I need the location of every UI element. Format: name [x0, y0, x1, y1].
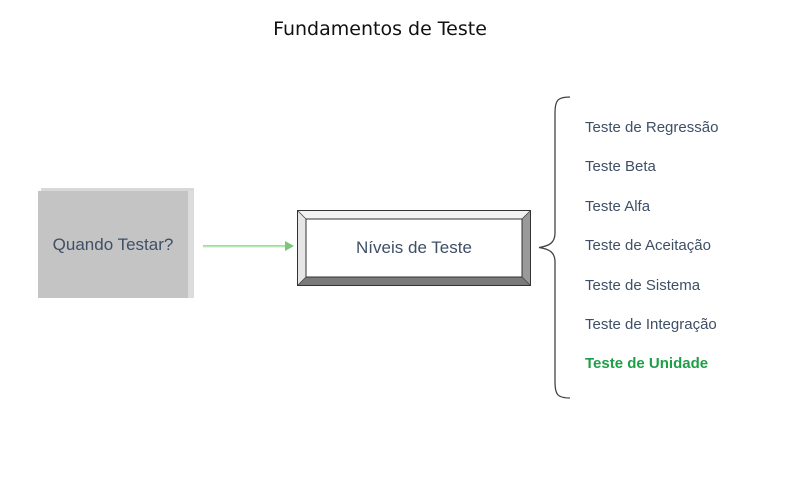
level-item-highlighted: Teste de Unidade	[585, 355, 709, 372]
level-item: Teste Alfa	[585, 198, 651, 215]
diagram-title: Fundamentos de Teste	[273, 18, 487, 40]
curly-brace	[538, 96, 571, 399]
source-box-side-face	[188, 191, 194, 298]
level-item: Teste de Aceitação	[585, 237, 711, 254]
connector-arrow	[203, 241, 294, 251]
levels-box: Níveis de Teste	[297, 210, 531, 286]
level-item: Teste de Regressão	[585, 119, 719, 136]
levels-box-label: Níveis de Teste	[356, 238, 472, 257]
levels-box-bevel	[297, 210, 531, 286]
level-item: Teste de Sistema	[585, 277, 701, 294]
source-box-top-face	[41, 188, 194, 192]
source-box-label: Quando Testar?	[52, 234, 174, 254]
level-item: Teste Beta	[585, 158, 656, 175]
level-item: Teste de Integração	[585, 316, 717, 333]
source-box-front-face: Quando Testar?	[38, 191, 188, 298]
source-box: Quando Testar?	[38, 188, 194, 298]
